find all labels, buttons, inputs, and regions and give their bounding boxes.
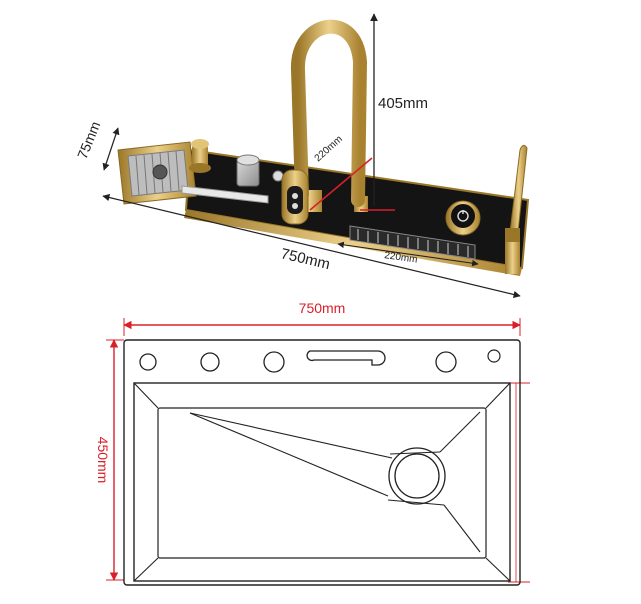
product-perspective-view: 405mm 220mm 75mm 750mm 220mm	[74, 13, 530, 298]
length-dimension-line	[102, 194, 521, 298]
drain-outer-icon	[388, 447, 446, 505]
rotary-control-knob	[236, 154, 260, 187]
rinser-nozzle-icon	[152, 164, 168, 180]
height-label: 405mm	[378, 95, 428, 112]
inner-length-dimension-line	[337, 241, 479, 267]
plan-height-label: 450mm	[95, 437, 111, 484]
plan-width-label: 750mm	[299, 300, 346, 316]
cup-rinser-tray	[117, 141, 197, 205]
gooseneck-faucet	[290, 19, 368, 207]
deck-hole-icon	[435, 351, 457, 373]
depth-label: 75mm	[74, 119, 103, 161]
spray-head	[281, 169, 309, 225]
deck-hole-icon	[263, 351, 285, 373]
soap-dispenser	[189, 139, 211, 173]
spout-reach-label: 220mm	[313, 134, 345, 164]
depth-dimension-line	[102, 127, 120, 171]
inner-length-label: 220mm	[384, 250, 419, 266]
deck-hole-icon	[200, 352, 220, 372]
deck-button-icon	[272, 170, 284, 182]
deck-hole-icon	[487, 349, 501, 363]
sink-bowl-outline	[133, 382, 511, 582]
deck-slot-hole	[306, 350, 386, 366]
digital-display-dial	[445, 200, 481, 236]
sink-plan-view: 750mm 450mm	[95, 300, 530, 586]
sink-bowl-floor	[157, 407, 487, 559]
deck-hole-icon	[139, 353, 157, 371]
sink-outer-outline	[123, 339, 521, 586]
drain-inner-icon	[394, 453, 440, 499]
